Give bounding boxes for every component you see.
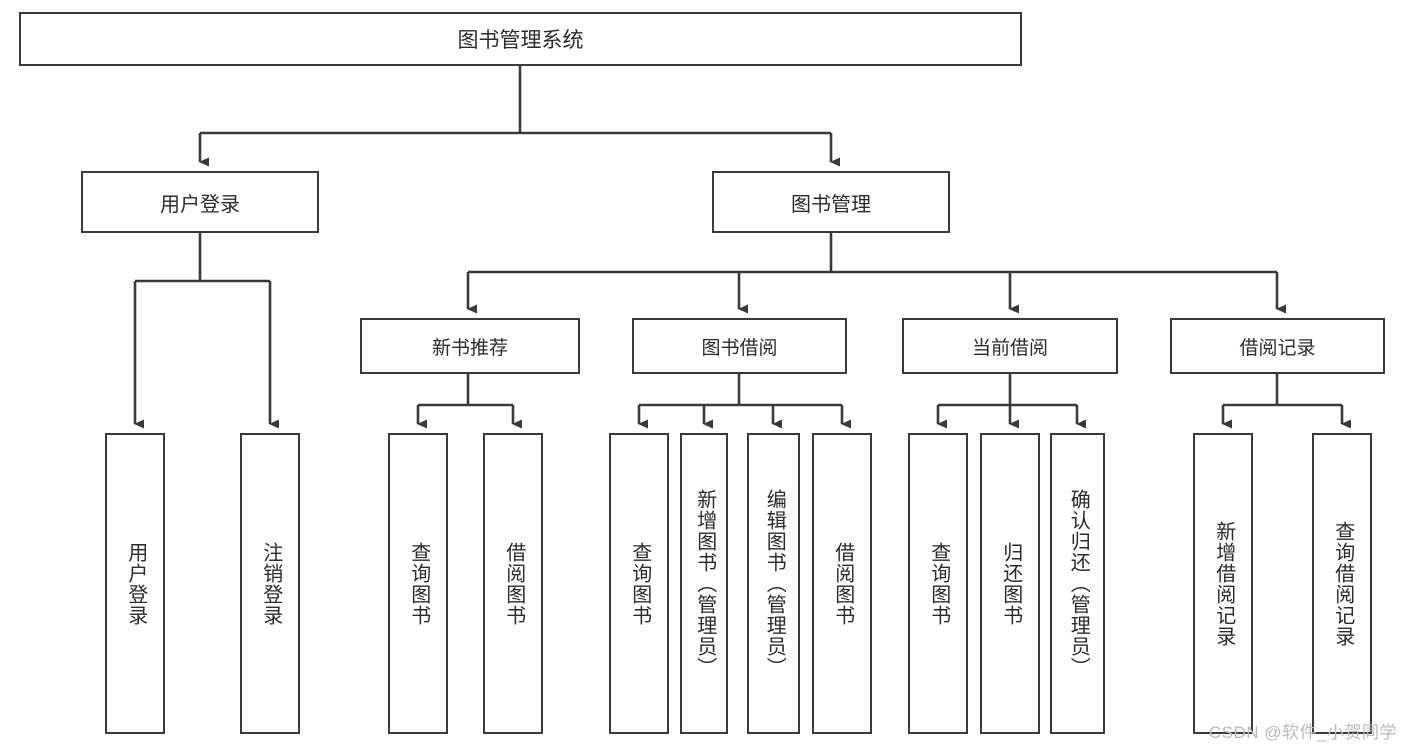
watermark: CSDN @软件_小贺同学 <box>1208 723 1397 742</box>
node-leaf-return-book[interactable]: 归还图书 <box>980 433 1040 734</box>
node-user-login[interactable]: 用户登录 <box>81 171 319 233</box>
node-book-manage-label: 图书管理 <box>791 193 871 216</box>
node-leaf-borrow-book-1-label: 借阅图书 <box>502 541 525 626</box>
node-leaf-user-login[interactable]: 用户登录 <box>105 433 165 734</box>
node-leaf-query-record-label: 查询借阅记录 <box>1331 520 1354 647</box>
node-leaf-add-record[interactable]: 新增借阅记录 <box>1193 433 1253 734</box>
node-user-login-label: 用户登录 <box>160 193 240 216</box>
node-borrow-record[interactable]: 借阅记录 <box>1170 318 1385 374</box>
node-leaf-query-book-3-label: 查询图书 <box>927 541 950 626</box>
node-book-borrow-label: 图书借阅 <box>701 337 778 359</box>
node-root-label: 图书管理系统 <box>457 29 584 52</box>
node-leaf-edit-book-label: 编辑图书（管理员） <box>763 489 786 678</box>
node-leaf-return-book-label: 归还图书 <box>999 541 1022 626</box>
node-leaf-query-book-2[interactable]: 查询图书 <box>609 433 669 734</box>
node-leaf-query-book-2-label: 查询图书 <box>628 541 651 626</box>
node-leaf-confirm-return-label: 确认归还（管理员） <box>1067 489 1090 678</box>
node-leaf-query-record[interactable]: 查询借阅记录 <box>1312 433 1372 734</box>
node-leaf-query-book-1[interactable]: 查询图书 <box>388 433 448 734</box>
node-leaf-user-login-label: 用户登录 <box>124 541 147 626</box>
node-book-borrow[interactable]: 图书借阅 <box>632 318 847 374</box>
node-current-borrow[interactable]: 当前借阅 <box>902 318 1118 374</box>
node-leaf-borrow-book-1[interactable]: 借阅图书 <box>483 433 543 734</box>
node-leaf-logout-label: 注销登录 <box>259 541 282 626</box>
node-current-borrow-label: 当前借阅 <box>971 337 1048 359</box>
node-new-book-recommend-label: 新书推荐 <box>431 337 508 359</box>
node-leaf-logout[interactable]: 注销登录 <box>240 433 300 734</box>
node-leaf-add-record-label: 新增借阅记录 <box>1212 520 1235 647</box>
node-leaf-confirm-return[interactable]: 确认归还（管理员） <box>1050 433 1105 734</box>
node-leaf-borrow-book-2[interactable]: 借阅图书 <box>812 433 872 734</box>
node-leaf-query-book-3[interactable]: 查询图书 <box>908 433 968 734</box>
node-leaf-query-book-1-label: 查询图书 <box>407 541 430 626</box>
node-new-book-recommend[interactable]: 新书推荐 <box>360 318 580 374</box>
node-root[interactable]: 图书管理系统 <box>19 12 1022 66</box>
node-leaf-borrow-book-2-label: 借阅图书 <box>831 541 854 626</box>
node-leaf-add-book[interactable]: 新增图书（管理员） <box>680 433 728 734</box>
node-leaf-add-book-label: 新增图书（管理员） <box>693 489 716 678</box>
node-borrow-record-label: 借阅记录 <box>1239 337 1316 359</box>
node-book-manage[interactable]: 图书管理 <box>712 171 950 233</box>
node-leaf-edit-book[interactable]: 编辑图书（管理员） <box>747 433 800 734</box>
